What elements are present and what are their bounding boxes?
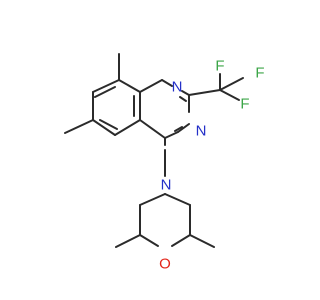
bond	[219, 89, 240, 101]
bond	[164, 131, 179, 139]
fluorine-atom-label: F	[215, 58, 224, 75]
bond	[181, 90, 190, 96]
bond	[92, 79, 120, 93]
bond	[114, 119, 141, 136]
bond-layer	[64, 53, 244, 248]
bond	[139, 234, 159, 247]
atom-label-layer: N N N O F F F	[159, 58, 264, 273]
nitrogen-atom-label: N	[161, 177, 172, 194]
bond	[99, 119, 118, 130]
bond	[179, 96, 187, 102]
bond	[188, 89, 221, 96]
bond	[174, 126, 183, 132]
nitrogen-atom-label: N	[196, 123, 207, 140]
molecule-structure-diagram: N N N O F F F	[64, 53, 265, 273]
bond	[118, 79, 141, 93]
bond	[64, 119, 94, 134]
bond	[115, 234, 141, 248]
bond	[171, 234, 191, 247]
nitrogen-atom-label: N	[172, 79, 183, 96]
fluorine-atom-label: F	[240, 96, 249, 113]
bond	[139, 79, 163, 93]
bond	[92, 119, 116, 136]
bond	[189, 234, 215, 248]
bond	[139, 193, 166, 206]
bond	[164, 193, 191, 206]
bond	[219, 77, 244, 91]
fluorine-atom-label: F	[255, 65, 264, 82]
bond	[177, 123, 190, 133]
oxygen-atom-label: O	[159, 256, 171, 273]
bond	[161, 79, 173, 87]
bond	[94, 86, 116, 98]
bond	[139, 119, 166, 139]
